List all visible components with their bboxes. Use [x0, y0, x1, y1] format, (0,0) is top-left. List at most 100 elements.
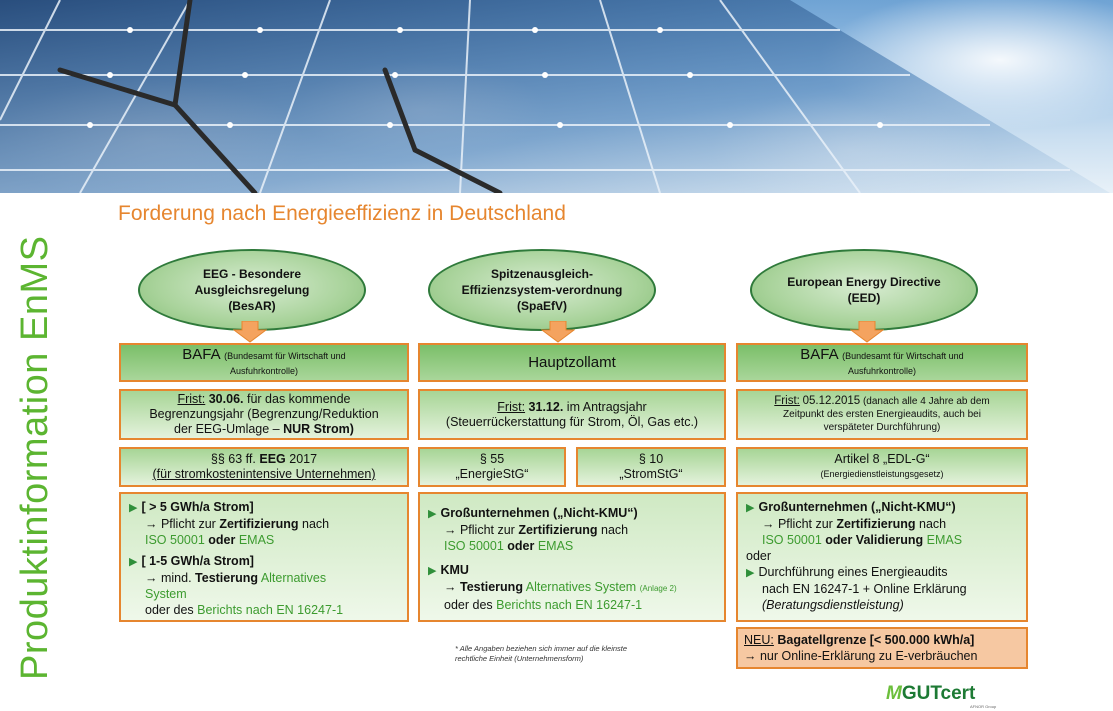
req-text: (Beratungsdienstleistung): [762, 598, 904, 612]
solar-panel-graphic: [0, 0, 1110, 193]
header-banner: [0, 0, 1113, 193]
requirements-box: ▶Großunternehmen („Nicht-KMU“) → Pflicht…: [418, 492, 726, 622]
deadline-text: Begrenzungsjahr (Begrenzung/Reduktion: [149, 407, 379, 421]
req-text: → Pflicht zur: [762, 517, 833, 531]
law-box-energiestg: § 55 „EnergieStG“: [418, 447, 566, 487]
down-arrow-icon: [850, 321, 884, 343]
triangle-bullet-icon: ▶: [428, 565, 437, 577]
ellipse-eed: European Energy Directive (EED): [750, 249, 978, 331]
authority-note: (Bundesamt für Wirtschaft und: [224, 350, 346, 361]
law-text: „EnergieStG“: [455, 467, 529, 481]
req-text: → mind.: [145, 571, 192, 585]
law-box: Artikel 8 „EDL-G“ (Energiedienstleistung…: [736, 447, 1028, 487]
req-oder: oder Validierung: [825, 533, 924, 547]
deadline-text: verspäteter Durchführung): [823, 422, 941, 433]
req-green: Berichts nach EN 16247-1: [197, 603, 344, 617]
ellipse-besar: EEG - Besondere Ausgleichsregelung (BesA…: [138, 249, 366, 331]
deadline-box: Frist: 30.06. für das kommende Begrenzun…: [119, 389, 409, 440]
req-text: nach EN 16247-1 + Online Erklärung: [762, 582, 967, 596]
requirements-box: ▶[ > 5 GWh/a Strom] → Pflicht zur Zertif…: [119, 492, 409, 622]
authority-note: (Bundesamt für Wirtschaft und: [842, 350, 964, 361]
req-bold: Zertifizierung: [219, 517, 299, 531]
law-text: Artikel 8 „EDL-G“: [834, 452, 930, 466]
req-head: Großunternehmen („Nicht-KMU“): [758, 500, 956, 514]
deadline-date: 30.06.: [208, 392, 244, 406]
req-bold: Zertifizierung: [518, 523, 598, 537]
footnote-line: rechtliche Einheit (Unternehmensform): [455, 654, 584, 663]
page-title: Forderung nach Energieeffizienz in Deuts…: [118, 202, 566, 225]
law-bold: EEG: [259, 452, 286, 466]
deadline-text: für das kommende: [246, 392, 351, 406]
law-text: § 55: [479, 452, 505, 466]
neu-bold: Bagatellgrenze [< 500.000 kWh/a]: [777, 633, 975, 647]
down-arrow-icon: [233, 321, 267, 343]
req-green: Alternatives: [260, 571, 327, 585]
deadline-box: Frist: 05.12.2015 (danach alle 4 Jahre a…: [736, 389, 1028, 440]
law-text: 2017: [289, 452, 318, 466]
law-text: (Energiedienstleistungsgesetz): [820, 469, 944, 479]
deadline-label: Frist:: [774, 395, 800, 407]
law-text: §§ 63 ff.: [210, 452, 256, 466]
authority-name: Hauptzollamt: [528, 354, 616, 371]
deadline-bold: NUR Strom): [283, 422, 354, 436]
logo-text: GUTcert: [901, 683, 976, 704]
gutcert-logo-icon: MGUTcert: [886, 683, 976, 704]
req-bold: Testierung: [195, 571, 259, 585]
req-green: Berichts nach EN 16247-1: [496, 598, 643, 612]
req-green: Alternatives System: [525, 580, 637, 594]
req-text: oder des: [444, 598, 493, 612]
wind-turbine-graphic: [57, 0, 503, 193]
law-text: (für stromkostenintensive Unternehmen): [152, 467, 376, 481]
side-title: Produktinformation EnMS: [14, 235, 56, 680]
authority-note: Ausfuhrkontrolle): [847, 365, 917, 376]
neu-label: NEU:: [744, 633, 774, 647]
ellipse-label: European Energy Directive (EED): [787, 275, 941, 305]
deadline-box: Frist: 31.12. im Antragsjahr (Steuerrück…: [418, 389, 726, 440]
req-emas: EMAS: [537, 539, 574, 553]
req-head: Durchführung eines Energieaudits: [758, 565, 948, 579]
authority-box-bafa: BAFA (Bundesamt für Wirtschaft und Ausfu…: [736, 343, 1028, 382]
deadline-text: Zeitpunkt des ersten Energieaudits, auch…: [783, 409, 981, 420]
req-text: oder: [746, 549, 772, 563]
neu-text: → nur Online-Erklärung zu E-verbräuchen: [744, 649, 978, 663]
req-bold: Testierung: [459, 580, 523, 594]
req-green: System: [145, 587, 187, 601]
bagatell-box: NEU: Bagatellgrenze [< 500.000 kWh/a] → …: [736, 627, 1028, 669]
triangle-bullet-icon: ▶: [746, 502, 755, 514]
req-text: nach: [919, 517, 947, 531]
req-iso: ISO 50001: [444, 539, 504, 553]
down-arrow-icon: [541, 321, 575, 343]
req-iso: ISO 50001: [762, 533, 822, 547]
ellipse-label: EEG - Besondere Ausgleichsregelung (BesA…: [194, 267, 310, 313]
law-text: § 10: [638, 452, 664, 466]
req-head: KMU: [440, 563, 469, 577]
authority-name: BAFA: [182, 345, 221, 363]
authority-name: BAFA: [800, 345, 839, 363]
req-text: nach: [302, 517, 330, 531]
authority-box-bafa: BAFA (Bundesamt für Wirtschaft und Ausfu…: [119, 343, 409, 382]
req-text: oder des: [145, 603, 194, 617]
authority-box-hza: Hauptzollamt: [418, 343, 726, 382]
req-text: nach: [601, 523, 629, 537]
req-oder: oder: [507, 539, 535, 553]
triangle-bullet-icon: ▶: [428, 508, 437, 520]
deadline-text: der EEG-Umlage –: [174, 422, 280, 436]
deadline-date: 31.12.: [528, 399, 564, 414]
req-head: [ > 5 GWh/a Strom]: [141, 500, 254, 514]
req-text: →: [444, 580, 457, 594]
req-head: [ 1-5 GWh/a Strom]: [141, 554, 254, 568]
deadline-text: im Antragsjahr: [566, 399, 647, 414]
req-head: Großunternehmen („Nicht-KMU“): [440, 506, 638, 520]
req-iso: ISO 50001: [145, 533, 205, 547]
ellipse-spaefv: Spitzenausgleich- Effizienzsystem-verord…: [428, 249, 656, 331]
req-bold: Zertifizierung: [836, 517, 916, 531]
triangle-bullet-icon: ▶: [129, 502, 138, 514]
req-emas: EMAS: [926, 533, 963, 547]
law-box-stromstg: § 10 „StromStG“: [576, 447, 726, 487]
req-emas: EMAS: [238, 533, 275, 547]
triangle-bullet-icon: ▶: [746, 567, 755, 579]
deadline-date: 05.12.2015: [802, 395, 861, 407]
footnote: * Alle Angaben beziehen sich immer auf d…: [455, 644, 627, 664]
logo-subtext: AFNOR Group: [970, 704, 997, 709]
requirements-box: ▶Großunternehmen („Nicht-KMU“) → Pflicht…: [736, 492, 1028, 622]
